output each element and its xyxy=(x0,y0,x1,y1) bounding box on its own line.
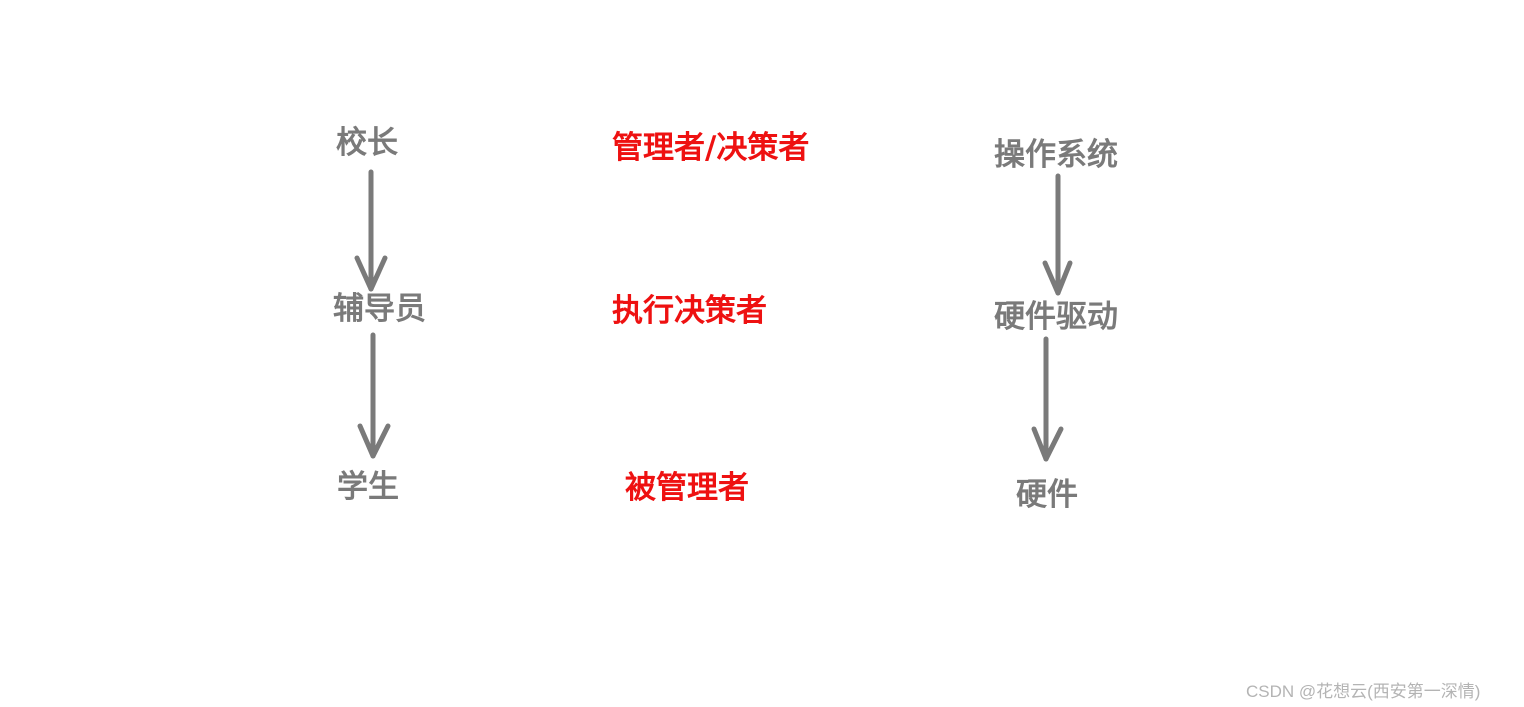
label-managed: 被管理者 xyxy=(625,470,749,506)
arrow-counselor-to-student xyxy=(357,332,391,459)
arrow-driver-to-hardware xyxy=(1031,336,1064,462)
node-hardware-driver: 硬件驱动 xyxy=(994,299,1118,335)
arrow-os-to-driver xyxy=(1042,173,1073,296)
node-hardware: 硬件 xyxy=(1016,477,1078,513)
node-counselor: 辅导员 xyxy=(333,291,426,327)
label-manager-decision-maker: 管理者/决策者 xyxy=(612,130,810,166)
label-decision-executor: 执行决策者 xyxy=(612,293,767,329)
csdn-watermark: CSDN @花想云(西安第一深情) xyxy=(1246,682,1481,701)
node-principal: 校长 xyxy=(336,125,398,161)
arrow-principal-to-counselor xyxy=(354,169,388,292)
node-student: 学生 xyxy=(337,469,399,505)
node-operating-system: 操作系统 xyxy=(994,137,1118,173)
